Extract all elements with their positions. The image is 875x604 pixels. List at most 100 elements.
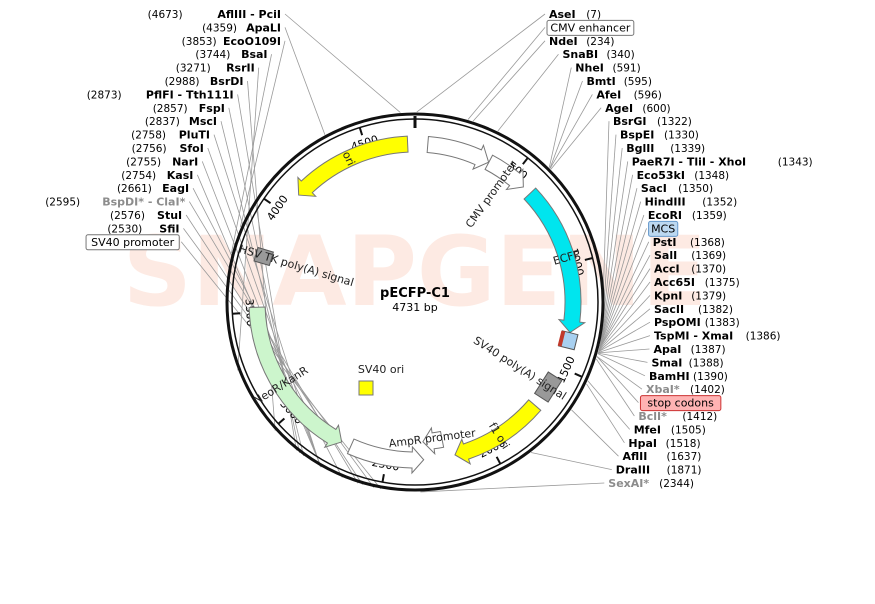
site-position: (1412) bbox=[682, 411, 717, 423]
tick-mark bbox=[522, 157, 529, 165]
site-position: (1375) bbox=[705, 277, 740, 289]
site-position: (2873) bbox=[87, 89, 122, 101]
site-position: (2595) bbox=[45, 197, 80, 209]
site-name: AccI bbox=[654, 263, 680, 276]
site-position: (1518) bbox=[666, 438, 701, 450]
leader-line bbox=[598, 295, 651, 352]
site-position: (2857) bbox=[153, 103, 188, 115]
leader-line bbox=[598, 321, 651, 353]
site-name: TspMI - XmaI bbox=[654, 330, 733, 343]
site-position: (1369) bbox=[691, 250, 726, 262]
site-name: BamHI bbox=[649, 370, 690, 383]
feature-ori bbox=[297, 135, 409, 197]
sv40-ori-box bbox=[358, 380, 374, 396]
callout-box bbox=[85, 234, 180, 251]
leader-line bbox=[595, 358, 635, 417]
feature-label-sv40-poly-a-signal: SV40 poly(A) signal bbox=[471, 334, 569, 403]
leader-line bbox=[467, 27, 546, 120]
tick-mark bbox=[495, 456, 502, 465]
site-position: (3744) bbox=[195, 49, 230, 61]
leader-line bbox=[180, 241, 382, 490]
site-position: (1359) bbox=[692, 210, 727, 222]
site-position: (2837) bbox=[145, 116, 180, 128]
feature-label-ori: ori bbox=[340, 149, 358, 167]
leader-line bbox=[416, 13, 546, 113]
site-name: SfiI bbox=[159, 222, 179, 235]
stop-codon-mark bbox=[557, 330, 566, 347]
site-name: SalI bbox=[654, 249, 677, 262]
site-name: FspI bbox=[199, 102, 225, 115]
leader-line bbox=[596, 356, 643, 390]
site-position: (1339) bbox=[670, 143, 705, 155]
site-position: (1388) bbox=[689, 357, 724, 369]
leader-line bbox=[600, 174, 634, 344]
site-position: (1370) bbox=[691, 264, 726, 276]
leader-line bbox=[598, 348, 650, 354]
leader-line bbox=[600, 161, 629, 343]
site-position: (1322) bbox=[657, 116, 692, 128]
site-name: PspOMI bbox=[654, 316, 701, 329]
plasmid-name: pECFP-C1 bbox=[380, 286, 450, 301]
callout-sv40-promoter: SV40 promoter bbox=[91, 236, 175, 249]
site-name: BclI* bbox=[638, 410, 667, 423]
callout-box bbox=[639, 395, 722, 412]
site-name: NdeI bbox=[549, 35, 578, 48]
site-position: (1330) bbox=[664, 130, 699, 142]
site-name: AgeI bbox=[605, 102, 633, 115]
feature-f1-ori bbox=[454, 399, 542, 465]
leader-line bbox=[530, 452, 612, 470]
feature-cmv-promoter bbox=[484, 154, 524, 191]
site-name: BspEI bbox=[620, 129, 654, 142]
site-name: PflFI - Tth111I bbox=[146, 88, 234, 101]
site-name: MscI bbox=[189, 115, 217, 128]
feature-cmv-enhancer bbox=[426, 136, 490, 171]
tick-mark bbox=[358, 127, 364, 136]
site-name: BsaI bbox=[241, 48, 267, 61]
backbone-outer bbox=[225, 112, 605, 492]
callout-box bbox=[648, 220, 679, 237]
site-name: BspDI* - ClaI* bbox=[102, 196, 185, 209]
site-position: (2755) bbox=[126, 156, 161, 168]
leader-line bbox=[598, 241, 650, 349]
leader-line bbox=[571, 409, 619, 457]
site-name: EcoRI bbox=[648, 209, 682, 222]
site-name: PluTI bbox=[179, 129, 210, 142]
site-position: (1386) bbox=[746, 331, 781, 343]
site-position: (4673) bbox=[148, 9, 183, 21]
leader-line bbox=[599, 188, 638, 344]
tick-mark bbox=[277, 417, 286, 425]
site-name: PstI bbox=[653, 236, 677, 249]
site-name: AseI bbox=[549, 8, 576, 21]
site-name: SexAI* bbox=[608, 477, 649, 490]
leader-line bbox=[597, 335, 651, 354]
callout-stop-codons: stop codons bbox=[647, 397, 714, 410]
leader-line bbox=[586, 383, 625, 444]
site-name: RsrII bbox=[226, 62, 255, 75]
site-name: BsrDI bbox=[210, 75, 244, 88]
leader-line bbox=[598, 308, 651, 353]
sv40-ori-label: SV40 ori bbox=[358, 363, 404, 376]
restriction-sites: AseI(7)NdeI(234)SnaBI(340)NheI(591)BmtI(… bbox=[45, 8, 812, 490]
leader-line bbox=[284, 13, 401, 113]
site-name: DraIII bbox=[616, 464, 650, 477]
feature-sv40-poly-a-signal bbox=[533, 371, 563, 403]
callout-mcs: MCS bbox=[651, 222, 675, 235]
site-name: BglII bbox=[626, 142, 654, 155]
site-position: (1368) bbox=[690, 237, 725, 249]
site-position: (1383) bbox=[705, 317, 740, 329]
leader-line bbox=[600, 147, 623, 342]
site-name: SnaBI bbox=[562, 48, 598, 61]
site-name: SmaI bbox=[651, 356, 682, 369]
leader-line bbox=[597, 352, 648, 363]
site-position: (234) bbox=[586, 36, 614, 48]
site-name: AflIII - PciI bbox=[217, 8, 281, 21]
site-position: (1352) bbox=[702, 197, 737, 209]
site-position: (340) bbox=[606, 49, 634, 61]
leader-line bbox=[237, 67, 260, 371]
site-position: (1505) bbox=[671, 424, 706, 436]
leader-line bbox=[599, 201, 642, 345]
feature-sv40-promoter bbox=[346, 438, 425, 475]
feature-ampr-promoter bbox=[422, 426, 445, 456]
site-name: EagI bbox=[162, 182, 189, 195]
